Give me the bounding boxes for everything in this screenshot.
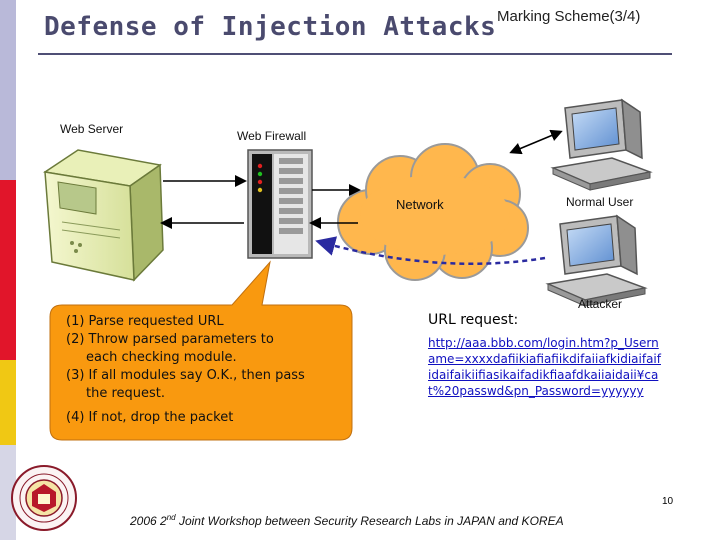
cloud-icon xyxy=(337,143,529,281)
url-request-label: URL request: xyxy=(428,312,519,328)
sidebar-segment-red xyxy=(0,180,16,360)
callout-bubble xyxy=(49,260,353,441)
footer-text-post: Joint Workshop between Security Research… xyxy=(175,514,564,528)
computer-icon xyxy=(550,98,653,191)
sidebar-decoration xyxy=(0,0,16,540)
sidebar-segment-grey xyxy=(0,445,16,540)
callout-step: each checking module. xyxy=(86,350,237,365)
callout-steps: (1) Parse requested URL (2) Throw parsed… xyxy=(66,313,305,427)
university-seal-icon xyxy=(11,465,77,531)
title-divider xyxy=(38,53,672,55)
callout-step: (1) Parse requested URL xyxy=(66,314,224,329)
page-number: 10 xyxy=(662,496,674,507)
slide-title: Defense of Injection Attacks xyxy=(44,12,497,42)
attack-path xyxy=(315,236,546,265)
callout-step: the request. xyxy=(86,386,166,401)
slide-subtitle: Marking Scheme(3/4) xyxy=(497,8,641,25)
callout-step: (2) Throw parsed parameters to xyxy=(66,332,274,347)
footer-text: 2006 2nd Joint Workshop between Security… xyxy=(130,513,564,528)
callout-step: (3) If all modules say O.K., then pass xyxy=(66,368,305,383)
footer-text-sup: nd xyxy=(166,513,176,522)
web-server-label: Web Server xyxy=(60,122,124,136)
network-label: Network xyxy=(396,197,444,212)
computer-icon xyxy=(545,214,648,307)
server-icon xyxy=(43,149,164,282)
sidebar-segment-lavender xyxy=(0,0,16,180)
footer-text-pre: 2006 2 xyxy=(130,514,167,528)
callout-step: (4) If not, drop the packet xyxy=(66,410,234,425)
firewall-icon xyxy=(247,149,313,259)
attacker-label: Attacker xyxy=(578,297,623,311)
sidebar-segment-yellow xyxy=(0,360,16,445)
normal-user-label: Normal User xyxy=(566,195,634,209)
url-request-link[interactable]: http://aaa.bbb.com/login.htm?p_Username=… xyxy=(428,336,661,398)
web-firewall-label: Web Firewall xyxy=(237,129,307,143)
